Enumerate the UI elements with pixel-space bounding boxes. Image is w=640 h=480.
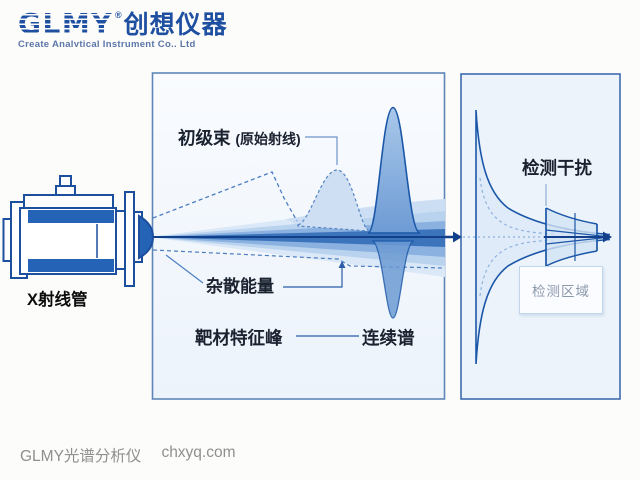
xray-tube-label: X射线管: [27, 291, 88, 309]
characteristic-peak: [367, 106, 421, 234]
continuum-label: 连续谱: [362, 328, 415, 348]
primary-beam-note: (原始射线): [235, 131, 301, 147]
target-peak-label: 靶材特征峰: [195, 328, 283, 348]
characteristic-peak-mirror: [371, 240, 415, 319]
registered-mark: ®: [114, 10, 122, 20]
primary-beam-dashed-line: [152, 171, 298, 222]
footer: GLMY光谱分析仪 chxyq.com: [20, 444, 236, 466]
logo-chinese-text: 创想仪器: [123, 11, 228, 39]
detector-response-curve: [463, 109, 611, 365]
brand-logo: GLMY ® 创想仪器 Create Analytical Instrument…: [18, 10, 228, 47]
footer-product-name: GLMY光谱分析仪: [20, 448, 142, 465]
detection-region-label: 检测区域: [532, 284, 590, 299]
small-peak: [297, 169, 369, 232]
xray-tube-illustration: [2, 175, 155, 287]
primary-beam-text: 初级束: [178, 128, 231, 148]
logo-tagline: Create Analytical Instrument Co., Ltd: [18, 40, 196, 47]
logo-glmy-text: GLMY: [18, 7, 113, 40]
detection-interference-label: 检测干扰: [522, 158, 592, 178]
leader-lines: [165, 136, 547, 337]
footer-website: chxyq.com: [161, 444, 236, 461]
primary-beam-label: 初级束 (原始射线): [178, 125, 301, 150]
exit-arrow: [544, 231, 612, 243]
stray-energy-label: 杂散能量: [206, 277, 274, 296]
detection-region-box: 检测区域: [519, 266, 603, 314]
beam-axis-arrow: [445, 231, 462, 243]
